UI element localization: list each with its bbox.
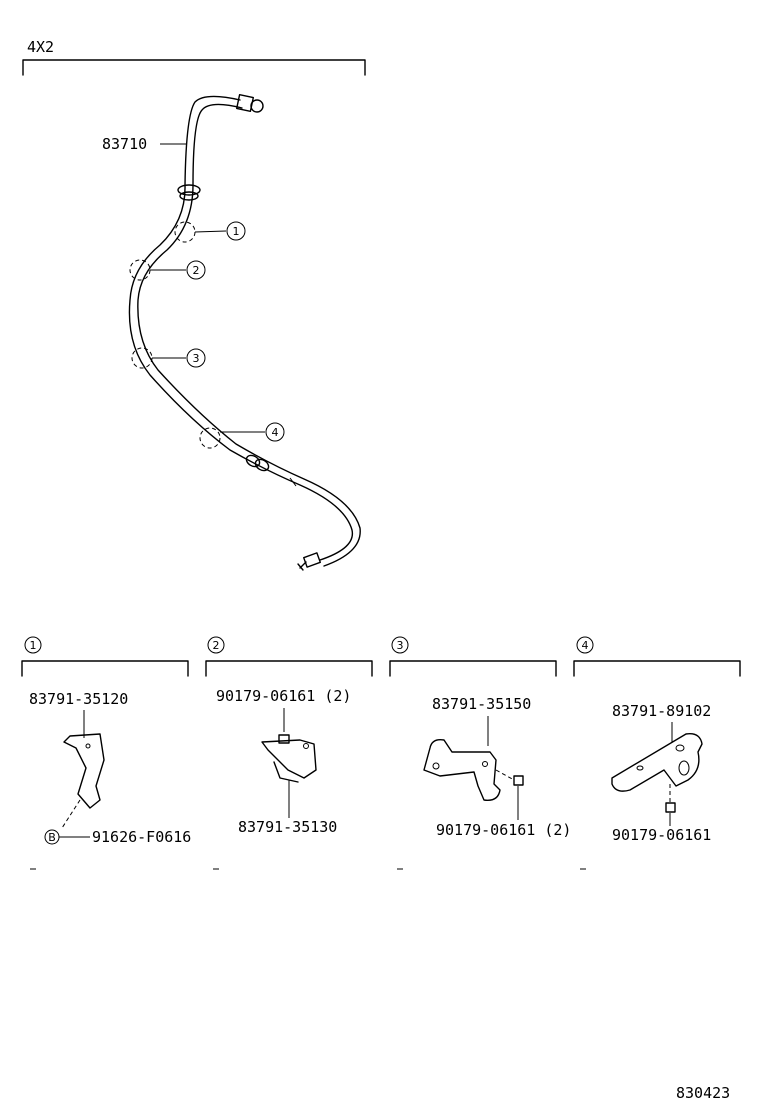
detail-header-1: 1 bbox=[21, 636, 189, 677]
svg-text:2: 2 bbox=[213, 639, 220, 652]
figure-code: 830423 bbox=[676, 1084, 730, 1102]
callout-2: 2 bbox=[150, 260, 206, 280]
speedometer-cable-assembly bbox=[128, 93, 361, 571]
callout-4: 4 bbox=[220, 422, 285, 442]
detail-4-bolt-part: 90179-06161 bbox=[612, 826, 711, 844]
detail-header-2: 2 bbox=[205, 636, 373, 677]
bolt-marker: B bbox=[48, 831, 56, 844]
svg-text:1: 1 bbox=[30, 639, 37, 652]
detail-3-bolt-part: 90179-06161 (2) bbox=[436, 821, 571, 839]
svg-text:1: 1 bbox=[233, 225, 240, 238]
variant-label: 4X2 bbox=[27, 38, 54, 56]
svg-text:3: 3 bbox=[397, 639, 404, 652]
detail-2-clamp bbox=[261, 708, 317, 818]
detail-4-clamp-part: 83791-89102 bbox=[612, 702, 711, 720]
callout-3: 3 bbox=[152, 348, 206, 368]
detail-2-bolt-part: 90179-06161 (2) bbox=[216, 687, 351, 705]
detail-3-clamp-part: 83791-35150 bbox=[432, 695, 531, 713]
detail-1-clamp bbox=[61, 733, 105, 829]
detail-1-clamp-part: 83791-35120 bbox=[29, 690, 128, 708]
detail-4-clamp bbox=[611, 722, 703, 826]
detail-header-4: 4 bbox=[573, 636, 741, 677]
svg-text:3: 3 bbox=[193, 352, 200, 365]
detail-1-bolt: B bbox=[44, 829, 90, 845]
svg-text:2: 2 bbox=[193, 264, 200, 277]
detail-3-clamp bbox=[423, 716, 524, 820]
svg-text:4: 4 bbox=[582, 639, 589, 652]
detail-1-bolt-part: 91626-F0616 bbox=[92, 828, 191, 846]
header-bracket bbox=[22, 59, 366, 76]
svg-text:4: 4 bbox=[272, 426, 279, 439]
detail-2-clamp-part: 83791-35130 bbox=[238, 818, 337, 836]
cable-part-number: 83710 bbox=[102, 135, 147, 153]
callout-1: 1 bbox=[194, 221, 246, 241]
detail-header-3: 3 bbox=[389, 636, 557, 677]
